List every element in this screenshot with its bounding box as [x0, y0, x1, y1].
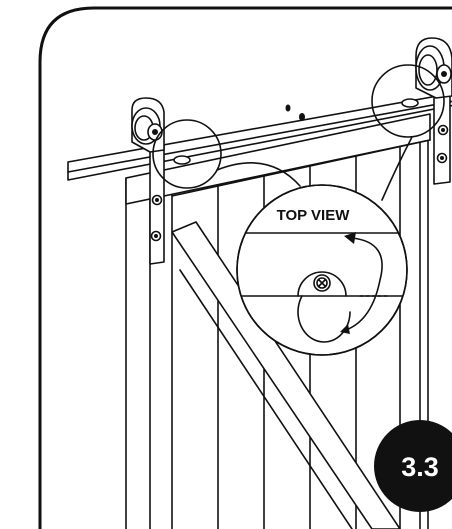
callout-circle-right	[371, 64, 445, 138]
rail-bolt	[285, 104, 291, 112]
step-badge	[374, 420, 452, 512]
leader-line-right	[381, 136, 413, 201]
rail-bolt	[299, 113, 305, 121]
callout-circle-left	[152, 119, 222, 189]
leader-line-left	[216, 162, 301, 187]
bolt-icon	[313, 274, 331, 292]
step-number: 3.3	[401, 452, 439, 482]
door-diagonal-brace	[171, 221, 401, 529]
door-stopper	[173, 155, 191, 165]
top-view-label: TOP VIEW	[277, 207, 351, 224]
right-hanger	[415, 37, 452, 185]
door-stopper	[401, 98, 419, 108]
rotate-arrow-icon	[340, 232, 383, 334]
frame-border	[38, 6, 452, 529]
